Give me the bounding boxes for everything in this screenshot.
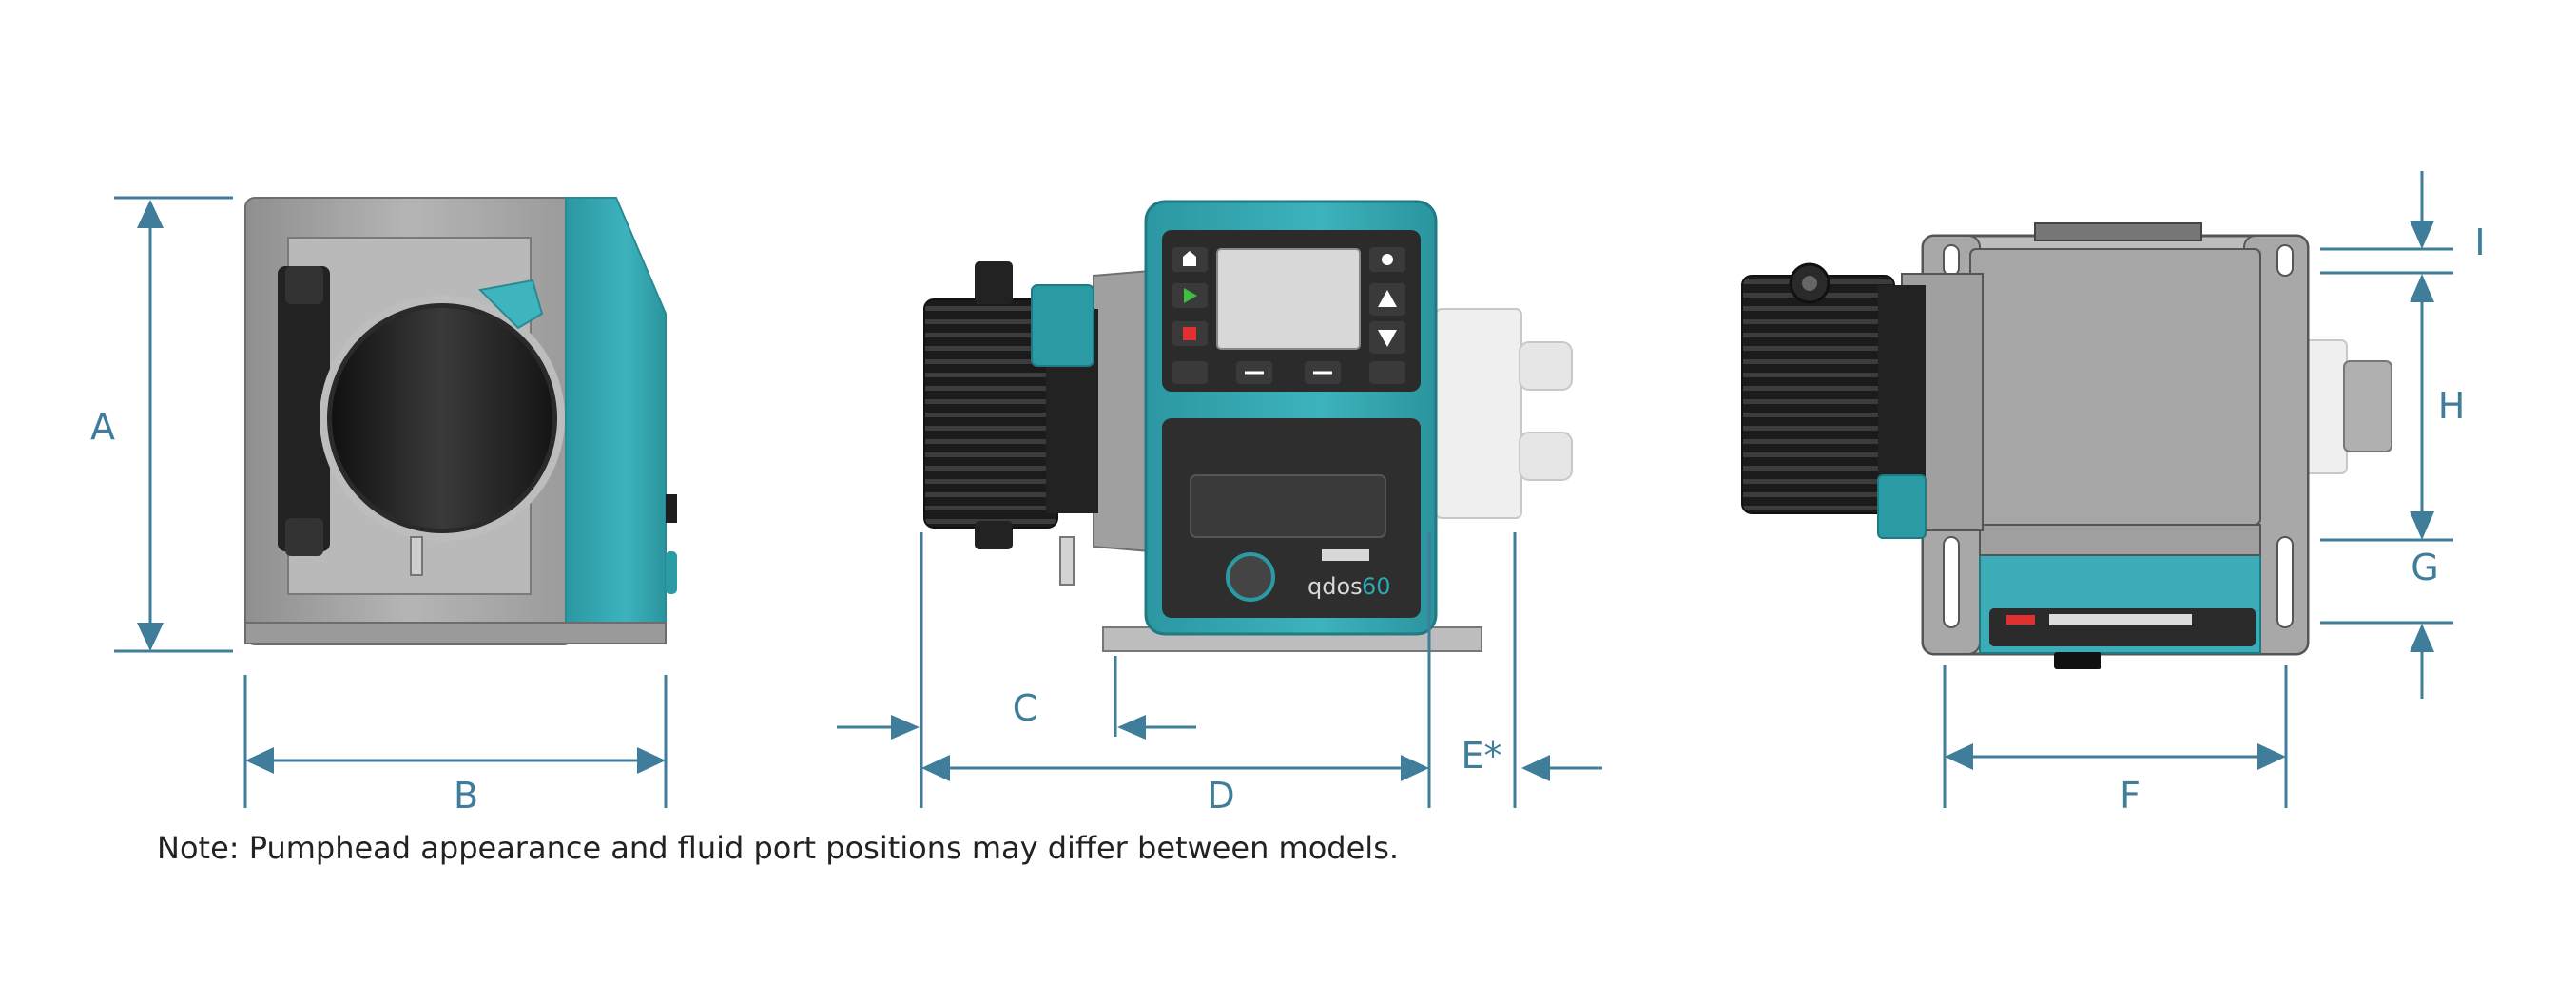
dimension-label-e: E* <box>1461 735 1501 777</box>
front-view: qdos 60 <box>923 200 1573 652</box>
dimension-label-h: H <box>2438 385 2466 427</box>
dimension-c: C <box>837 656 1196 740</box>
fn-button[interactable] <box>1369 361 1405 384</box>
dimension-e: E* <box>1461 532 1602 808</box>
play-icon <box>1184 288 1197 303</box>
top-view <box>1741 222 2392 669</box>
dimension-g: G <box>2320 547 2453 699</box>
dimension-label-b: B <box>454 775 478 817</box>
down-arrow-icon <box>1378 330 1397 347</box>
dimension-a: A <box>90 196 233 653</box>
pump-model-number: 60 <box>1362 573 1391 600</box>
home-icon <box>1183 251 1196 266</box>
info-icon <box>1382 254 1393 265</box>
dimension-i: I <box>2320 171 2486 275</box>
dimension-label-a: A <box>90 406 115 448</box>
dimension-label-i: I <box>2474 221 2485 263</box>
stop-icon <box>1183 327 1196 340</box>
dimension-b: B <box>243 675 668 817</box>
dimension-label-c: C <box>1013 687 1038 729</box>
footnote: Note: Pumphead appearance and fluid port… <box>157 830 1400 866</box>
dimension-f: F <box>1943 665 2288 817</box>
max-button[interactable] <box>1172 361 1208 384</box>
dimension-d: D <box>920 532 1431 817</box>
dimension-label-f: F <box>2120 775 2140 817</box>
dimension-label-g: G <box>2411 547 2438 588</box>
dimension-label-d: D <box>1207 775 1234 817</box>
up-arrow-icon <box>1378 290 1397 307</box>
dimension-h: H <box>2320 274 2466 542</box>
side-view <box>244 197 677 645</box>
pump-brand: qdos <box>1307 573 1363 600</box>
